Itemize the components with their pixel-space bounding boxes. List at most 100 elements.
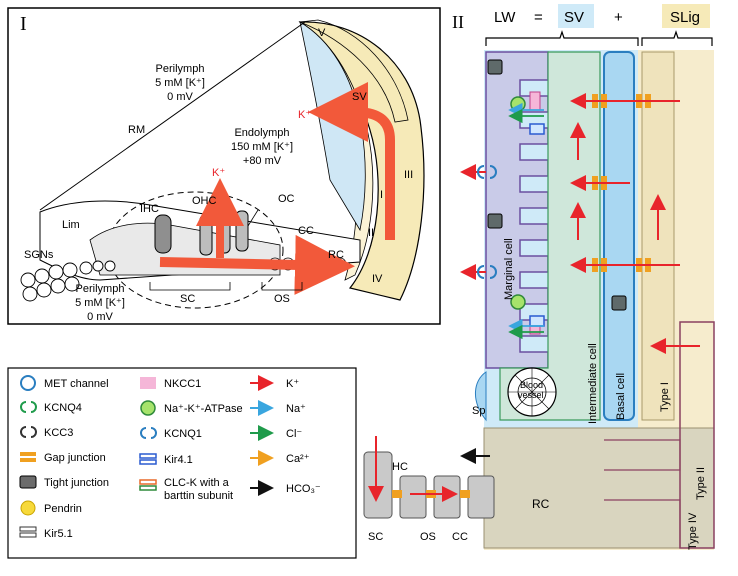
sv-header-label: SV xyxy=(564,9,584,26)
sp-label: Sp xyxy=(472,405,485,417)
root-cell-region xyxy=(483,427,715,549)
perilymph-bottom-line1: Perilymph xyxy=(76,283,125,295)
k-label-hair: K⁺ xyxy=(212,167,225,179)
legend: MET channel KCNQ4 KCC3 Gap junction Tigh… xyxy=(7,367,357,559)
legend-hco3-ion: HCO₃⁻ xyxy=(286,483,321,495)
rc-label-ii: RC xyxy=(532,497,550,511)
sp-region xyxy=(475,371,487,422)
panel-i: I Perilymph 5 mM [K⁺] 0 mV xyxy=(7,7,441,325)
legend-kcnq1: KCNQ1 xyxy=(164,428,202,440)
blood-vessel-label-1: Blood xyxy=(520,380,543,390)
legend-clck-line1: CLC-K with a xyxy=(164,477,230,489)
endolymph-line1: Endolymph xyxy=(234,127,289,139)
perilymph-bottom-line2: 5 mM [K⁺] xyxy=(75,297,125,309)
k-label-wall: K⁺ xyxy=(298,109,311,121)
sv-header-chip xyxy=(558,4,594,28)
type-iv-fibrocyte xyxy=(604,499,681,548)
ohc-cell-3 xyxy=(235,210,249,252)
tight-junction-1 xyxy=(487,59,503,75)
perilymph-top-line3: 0 mV xyxy=(167,91,193,103)
plus-sign: + xyxy=(614,9,623,26)
sc-label: SC xyxy=(180,293,195,305)
endolymph-line2: 150 mM [K⁺] xyxy=(231,141,293,153)
region-boundary xyxy=(299,19,409,123)
legend-na-k-atpase: Na⁺-K⁺-ATPase xyxy=(164,403,243,415)
equals-sign: = xyxy=(534,9,543,26)
k-recycling-arrow-floor xyxy=(159,234,355,295)
legend-gap-junction: Gap junction xyxy=(44,452,106,464)
region-iv-label: IV xyxy=(372,273,383,285)
cc-label: CC xyxy=(298,225,314,237)
basal-cell xyxy=(603,51,635,421)
legend-kir41: Kir4.1 xyxy=(164,454,193,466)
type-ii-label: Type II xyxy=(695,467,707,500)
marginal-cell-label: Marginal cell xyxy=(503,238,515,300)
legend-nkcc1: NKCC1 xyxy=(164,378,201,390)
perilymph-bottom-line3: 0 mV xyxy=(87,311,113,323)
pendrin-icon xyxy=(20,500,36,516)
kir41-1 xyxy=(529,123,545,135)
tight-junction-icon xyxy=(19,475,37,489)
panel-i-numeral: I xyxy=(20,13,27,35)
type-iv-label: Type IV xyxy=(687,512,699,550)
basal-cell-label: Basal cell xyxy=(615,373,627,420)
panel-ii-numeral: II xyxy=(452,12,464,32)
cc-label-ii: CC xyxy=(452,531,468,543)
region-ii-label: II xyxy=(368,227,374,239)
kcc3-icon xyxy=(20,426,37,438)
sgns-label: SGNs xyxy=(24,249,54,261)
legend-met-channel: MET channel xyxy=(44,378,109,390)
na-k-atpase-2 xyxy=(510,294,526,310)
ihc-cell xyxy=(154,214,172,254)
kcnq1-icon xyxy=(140,427,157,439)
legend-kcc3: KCC3 xyxy=(44,427,73,439)
rm-label: RM xyxy=(128,124,145,136)
sc-bracket xyxy=(149,282,231,291)
na-k-atpase-1 xyxy=(510,96,526,112)
rc-label: RC xyxy=(328,249,344,261)
lim-label: Lim xyxy=(62,219,80,231)
os-label: OS xyxy=(274,293,290,305)
type-ii-fibrocyte xyxy=(679,321,715,549)
kir41-icon xyxy=(139,453,157,465)
nkcc1-1 xyxy=(529,91,541,111)
kir51-icon xyxy=(19,526,37,538)
tight-junction-3 xyxy=(611,295,627,311)
endolymph-line3: +80 mV xyxy=(243,155,282,167)
blood-vessel-label-2: vessel xyxy=(518,390,544,400)
oc-label: OC xyxy=(278,193,295,205)
legend-kcnq4: KCNQ4 xyxy=(44,402,82,414)
oc-pointer xyxy=(247,209,259,227)
kir41-2 xyxy=(529,315,545,327)
intermediate-cell-label: Intermediate cell xyxy=(587,343,599,424)
na-k-atpase-icon xyxy=(140,400,156,416)
legend-ca-ion: Ca²⁺ xyxy=(286,453,310,465)
region-iii-label: III xyxy=(404,169,413,181)
os-bracket xyxy=(261,282,303,291)
type-ii-process xyxy=(604,439,681,471)
panel-ii: II LW = SV + SLig xyxy=(363,4,715,550)
met-channel-icon xyxy=(20,375,36,391)
lw-label: LW xyxy=(494,9,516,26)
perilymph-top-line2: 5 mM [K⁺] xyxy=(155,77,205,89)
k-recycling-arrow-wall xyxy=(308,82,395,240)
perilymph-top-line1: Perilymph xyxy=(156,63,205,75)
region-v-label: V xyxy=(318,27,326,39)
sv-brace xyxy=(485,30,639,46)
type-i-label: Type I xyxy=(659,382,671,412)
intermediate-cell-region xyxy=(499,51,601,421)
hc-label: HC xyxy=(392,461,408,473)
tight-junction-2 xyxy=(487,213,503,229)
legend-na-ion: Na⁺ xyxy=(286,403,306,415)
os-label-ii: OS xyxy=(420,531,436,543)
ihc-label: IHC xyxy=(140,203,159,215)
sc-label-ii: SC xyxy=(368,531,383,543)
legend-kir51: Kir5.1 xyxy=(44,528,73,540)
sgn-cluster xyxy=(20,260,116,302)
slig-header-chip xyxy=(662,4,710,28)
legend-pendrin: Pendrin xyxy=(44,503,82,515)
reissner-membrane xyxy=(39,21,306,211)
nkcc1-icon xyxy=(140,377,156,389)
gap-junction-icon xyxy=(20,452,36,462)
